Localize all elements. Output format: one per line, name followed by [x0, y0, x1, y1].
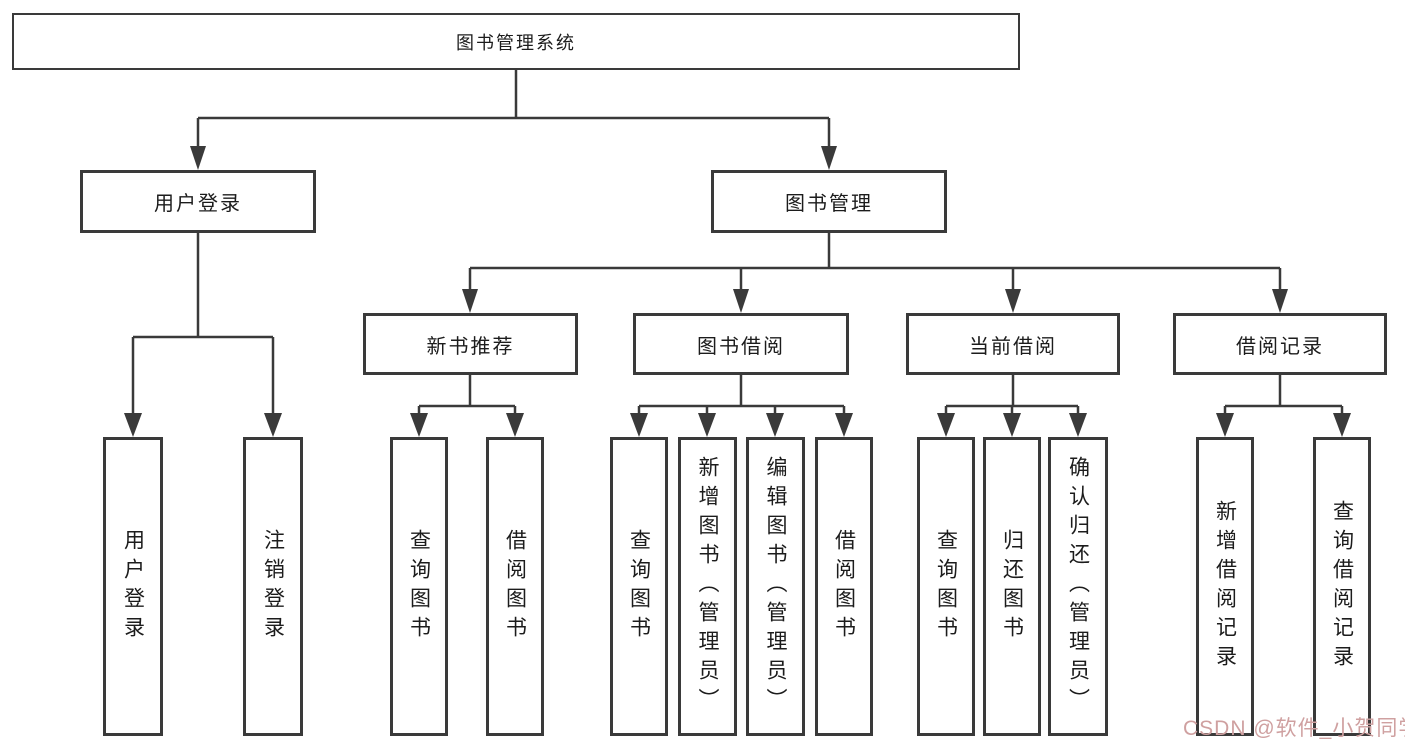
leaf-borrow-books: 借阅图书 [815, 437, 873, 736]
node-label: 查询图书 [934, 528, 958, 645]
node-label: 用户登录 [121, 528, 145, 645]
node-label: 新增图书（管理员） [696, 456, 719, 717]
leaf-query-borrow-record: 查询借阅记录 [1313, 437, 1371, 736]
connector-current-borrow [944, 375, 1080, 415]
node-label: 查询图书 [627, 528, 651, 645]
node-label: 借阅图书 [503, 528, 527, 645]
leaf-edit-books-admin: 编辑图书（管理员） [746, 437, 805, 736]
arrow-down-icon [766, 413, 784, 437]
arrow-down-icon [630, 413, 648, 437]
node-current-borrow: 当前借阅 [906, 313, 1120, 375]
node-label: 新增借阅记录 [1213, 499, 1237, 674]
node-label: 新书推荐 [426, 335, 515, 358]
leaf-query-books-borrow: 查询图书 [610, 437, 668, 736]
arrow-down-icon [835, 413, 853, 437]
leaf-confirm-return-admin: 确认归还（管理员） [1048, 437, 1108, 736]
arrow-down-icon [462, 289, 478, 313]
node-label: 图书借阅 [697, 335, 785, 358]
connector-book-borrow [637, 375, 846, 415]
node-library-management-system: 图书管理系统 [12, 13, 1020, 70]
connector-borrow-records [1223, 375, 1344, 415]
node-label: 归还图书 [1000, 528, 1024, 645]
leaf-user-login: 用户登录 [103, 437, 163, 736]
leaf-return-books: 归还图书 [983, 437, 1041, 736]
node-label: 借阅图书 [832, 528, 856, 645]
arrow-down-icon [410, 413, 428, 437]
arrow-down-icon [1272, 289, 1288, 313]
node-borrow-records: 借阅记录 [1173, 313, 1387, 375]
leaf-logout: 注销登录 [243, 437, 303, 736]
arrow-down-icon [1216, 413, 1234, 437]
leaf-add-books-admin: 新增图书（管理员） [678, 437, 737, 736]
arrow-down-icon [821, 146, 837, 170]
node-book-management: 图书管理 [711, 170, 947, 233]
arrow-down-icon [190, 146, 206, 170]
node-label: 确认归还（管理员） [1066, 456, 1090, 717]
connector-book-mgmt [468, 233, 1282, 291]
arrow-down-icon [1005, 289, 1021, 313]
arrow-down-icon [698, 413, 716, 437]
node-user-login: 用户登录 [80, 170, 316, 233]
arrow-down-icon [733, 289, 749, 313]
arrow-down-icon [264, 413, 282, 437]
leaf-borrow-books-recommend: 借阅图书 [486, 437, 544, 736]
arrow-down-icon [1069, 413, 1087, 437]
csdn-watermark: CSDN @软件_小贺同学 [1183, 717, 1405, 740]
arrow-down-icon [937, 413, 955, 437]
arrow-down-icon [506, 413, 524, 437]
node-new-book-recommend: 新书推荐 [363, 313, 578, 375]
node-label: 查询借阅记录 [1330, 499, 1354, 674]
arrow-down-icon [1333, 413, 1351, 437]
connector-new-book [417, 375, 517, 415]
node-label: 当前借阅 [969, 335, 1057, 358]
node-label: 用户登录 [154, 193, 242, 215]
node-label: 查询图书 [407, 528, 431, 645]
node-label: 注销登录 [261, 528, 285, 645]
node-label: 借阅记录 [1236, 335, 1324, 358]
connector-root [196, 69, 831, 148]
leaf-query-books-recommend: 查询图书 [390, 437, 448, 736]
node-label: 图书管理 [785, 193, 873, 215]
leaf-add-borrow-record: 新增借阅记录 [1196, 437, 1254, 736]
node-label: 编辑图书（管理员） [764, 456, 787, 717]
connector-user-login [131, 233, 275, 415]
arrow-down-icon [1003, 413, 1021, 437]
leaf-query-books-current: 查询图书 [917, 437, 975, 736]
arrowhead-icons [124, 146, 1351, 437]
node-book-borrow: 图书借阅 [633, 313, 849, 375]
node-label: 图书管理系统 [456, 32, 576, 53]
arrow-down-icon [124, 413, 142, 437]
